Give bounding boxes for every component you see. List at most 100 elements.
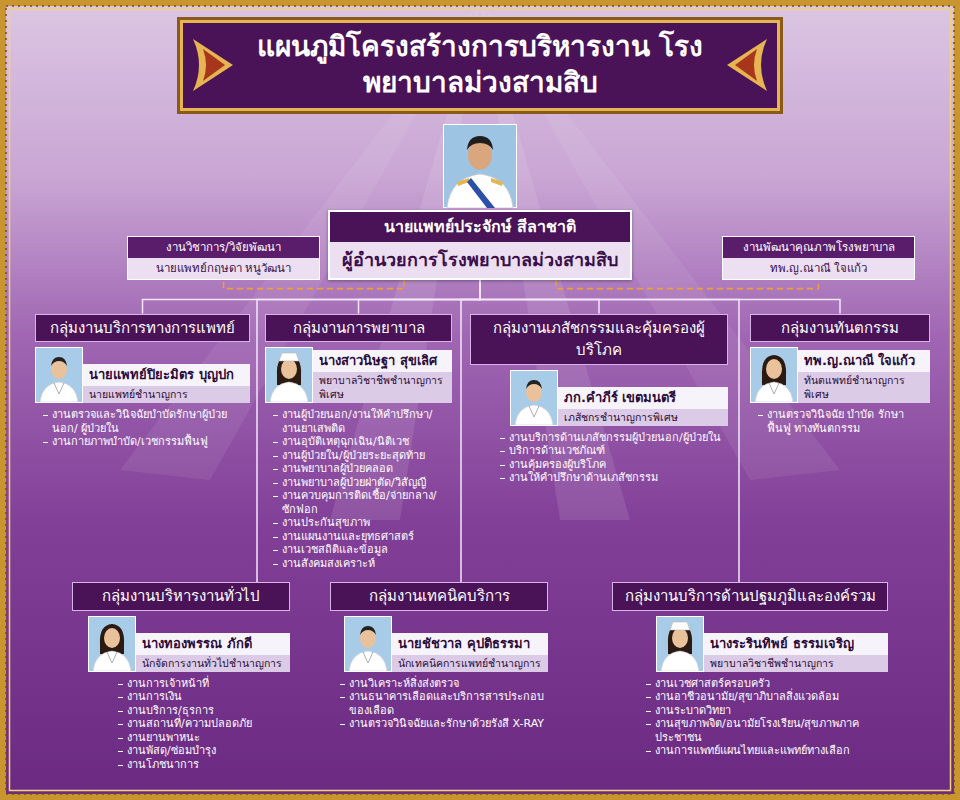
ornament-shape	[735, 49, 757, 81]
photo-epaulette	[491, 178, 503, 186]
bullet-dash	[118, 697, 123, 698]
group-heading: กลุ่มงานบริหารงานทั่วไป	[72, 582, 290, 611]
bullet-dash	[500, 438, 505, 439]
connector	[257, 280, 480, 582]
duty-row: บริการด้านเวชภัณฑ์	[500, 444, 728, 458]
chart-title: แผนภูมิโครงสร้างการบริหารงาน โรงพยาบาลม่…	[247, 29, 713, 102]
band-subtext: ทพ.ญ.ณาณี ใจแก้ว	[723, 258, 914, 279]
duty-row: งานกายภาพบำบัด/เวชกรรมฟื้นฟู	[43, 435, 250, 449]
duty-row: งานพัสดุ/ซ่อมบำรุง	[118, 744, 290, 758]
group-heading: กลุ่มงานการพยาบาล	[265, 314, 452, 343]
photo-part	[661, 651, 699, 671]
duty-item: งานบริการด้านเภสัชกรรมผู้ป่วยนอก/ผู้ป่วย…	[509, 431, 728, 445]
bullet-dash	[758, 415, 763, 416]
photo-part	[51, 357, 67, 366]
photo-part	[100, 624, 124, 654]
photo-part	[755, 382, 793, 402]
portrait-photo	[344, 616, 392, 672]
photo-part	[345, 617, 391, 671]
photo-ground	[443, 124, 517, 208]
photo-part	[515, 405, 553, 425]
duty-row: งานพยาบาลผู้ป่วยผ่าตัด/วิสัญญี	[273, 476, 452, 490]
duty-item: งานอาชีวอนามัย/สุขาภิบาลสิ่งแวดล้อม	[655, 690, 888, 704]
group-heading: กลุ่มงานบริการด้านปฐมภูมิและองค์รวม	[612, 582, 888, 611]
person-name: นางระรินทิพย์ ธรรมเจริญ	[704, 633, 888, 655]
duty-row: งานสถานที่/ความปลอดภัย	[118, 717, 290, 731]
work-group: กลุ่มงานเภสัชกรรมและคุ้มครองผู้บริโภคภก.…	[470, 314, 728, 485]
duty-list: งานบริการด้านเภสัชกรรมผู้ป่วยนอก/ผู้ป่วย…	[470, 431, 728, 485]
staff-box: งานวิชาการ/วิจัยพัฒนานายแพทย์กฤษดา หนูวั…	[127, 236, 320, 279]
work-group: กลุ่มงานทันตกรรมทพ.ญ.ณาณี ใจแก้วทันตแพทย…	[750, 314, 930, 436]
photo-part	[54, 383, 64, 394]
bullet-dash	[646, 711, 651, 712]
director-box: นายแพทย์ประจักษ์ สีลาชาติผู้อำนวยการโรงพ…	[328, 210, 632, 280]
band-text: นายแพทย์ประจักษ์ สีลาชาติ	[330, 212, 630, 242]
connector	[556, 280, 819, 289]
person-name: นางทองพรรณ ภักดี	[136, 633, 290, 655]
work-group: กลุ่มงานการพยาบาลนางสาวนิษฐา สุขเลิศพยาบ…	[265, 314, 452, 571]
bullet-dash	[118, 711, 123, 712]
duty-row: งานคุ้มครองผู้บริโภค	[500, 458, 728, 472]
duty-item: งานสถานที่/ความปลอดภัย	[127, 717, 290, 731]
portrait-photo	[35, 347, 83, 403]
portrait-photo	[750, 347, 798, 403]
duty-item: งานตรวจและวินิจฉัยบำบัดรักษาผู้ป่วยนอก/ …	[52, 408, 250, 435]
duty-row: งานสุขภาพจิต/อนามัยโรงเรียน/สุขภาพภาคประ…	[646, 717, 888, 744]
bullet-dash	[273, 564, 278, 565]
bullet-dash	[118, 751, 123, 752]
bullet-dash	[273, 469, 278, 470]
portrait-photo	[265, 347, 313, 403]
photo-part	[762, 355, 786, 385]
duty-row: งานบริการด้านเภสัชกรรมผู้ป่วยนอก/ผู้ป่วย…	[500, 431, 728, 445]
duty-item: งานประกันสุขภาพ	[282, 516, 452, 530]
portrait-photo	[656, 616, 704, 672]
duty-list: งานเวชศาสตร์ครอบครัวงานอาชีวอนามัย/สุขาภ…	[612, 677, 888, 758]
duty-item: งานบริการ/ธุรการ	[127, 704, 290, 718]
duty-item: งานการเจ้าหน้าที่	[127, 677, 290, 691]
bullet-dash	[500, 478, 505, 479]
bullet-dash	[273, 456, 278, 457]
duty-item: งานควบคุมการติดเชื้อ/จ่ายกลาง/ซักฟอก	[282, 489, 452, 516]
duty-row: งานเวชศาสตร์ครอบครัว	[646, 677, 888, 691]
photo-uniform	[447, 174, 513, 208]
name-plate: นางระรินทิพย์ ธรรมเจริญพยาบาลวิชาชีพชำนา…	[704, 633, 888, 672]
bullet-dash	[43, 415, 48, 416]
duty-row: งานตรวจและวินิจฉัยบำบัดรักษาผู้ป่วยนอก/ …	[43, 408, 250, 435]
photo-part	[270, 382, 308, 402]
staff-box: งานพัฒนาคุณภาพโรงพยาบาลทพ.ญ.ณาณี ใจแก้ว	[722, 236, 915, 279]
person-row: นายชัชวาล คุปติธรรมานักเทคนิคการแพทย์ชำน…	[330, 616, 548, 672]
duty-row: งานการเงิน	[118, 690, 290, 704]
duty-list: งานผู้ป่วยนอก/งานให้คำปรึกษา/ งานยาเสพติ…	[265, 408, 452, 570]
photo-part	[670, 622, 690, 630]
duty-row: งานตรวจวินิจฉัย บำบัด รักษา ฟื้นฟู ทางทั…	[758, 408, 930, 435]
duty-item: งานธนาคารเลือดและบริการสารประกอบของเลือด	[349, 690, 548, 717]
connector	[224, 280, 405, 289]
portrait-photo	[510, 370, 558, 426]
photo-part	[36, 348, 82, 402]
duty-item: งานอุบัติเหตุฉุกเฉิน/นิติเวช	[282, 435, 452, 449]
position-title: เภสัชกรชำนาญการพิเศษ	[558, 409, 728, 426]
photo-part	[266, 348, 312, 402]
bullet-dash	[273, 523, 278, 524]
bullet-dash	[646, 724, 651, 725]
bullet-dash	[118, 765, 123, 766]
duty-row: งานบริการ/ธุรการ	[118, 704, 290, 718]
duty-item: งานสังคมสงเคราะห์	[282, 557, 452, 571]
duty-item: งานผู้ป่วยใน/ผู้ป่วยระยะสุดท้าย	[282, 449, 452, 463]
duty-row: งานวิเคราะห์สิ่งส่งตรวจ	[340, 677, 548, 691]
duty-item: งานเวชสถิติและข้อมูล	[282, 543, 452, 557]
photo-part	[751, 348, 797, 402]
duty-row: งานให้คำปรึกษาด้านเภสัชกรรม	[500, 471, 728, 485]
bullet-dash	[500, 465, 505, 466]
photo-part	[769, 383, 779, 394]
duty-row: งานการเจ้าหน้าที่	[118, 677, 290, 691]
person-row: นางระรินทิพย์ ธรรมเจริญพยาบาลวิชาชีพชำนา…	[612, 616, 888, 672]
position-title: นายแพทย์ชำนาญการ	[83, 386, 250, 403]
portrait-photo	[88, 616, 136, 672]
photo-part	[657, 617, 703, 671]
frame-border	[3, 3, 957, 797]
duty-item: งานพยาบาลผู้ป่วยผ่าตัด/วิสัญญี	[282, 476, 452, 490]
duty-item: บริการด้านเวชภัณฑ์	[509, 444, 728, 458]
band-subtext: นายแพทย์กฤษดา หนูวัฒนา	[128, 258, 319, 279]
ornament-shape	[727, 39, 767, 91]
